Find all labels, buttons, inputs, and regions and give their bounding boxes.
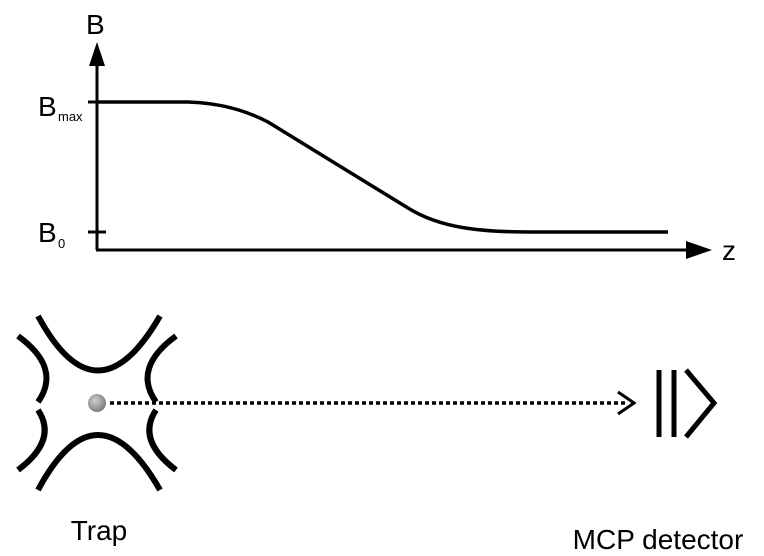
detector-label: MCP detector	[573, 524, 744, 555]
mcp-detector	[656, 368, 718, 439]
x-axis-arrowhead	[686, 241, 712, 259]
field-curve	[97, 100, 668, 234]
mcp-anode	[684, 368, 718, 439]
b-0-subscript: 0	[58, 236, 65, 251]
flight-path	[110, 390, 637, 416]
trap	[16, 314, 178, 492]
trap-label: Trap	[71, 515, 128, 546]
b-0-label: B 0	[38, 217, 65, 251]
b-max-subscript: max	[58, 109, 83, 124]
field-profile-plot: B z B max B 0	[38, 9, 736, 266]
trap-electrode-bottom	[35, 432, 163, 492]
x-axis-label: z	[722, 235, 736, 266]
b-max-main: B	[38, 91, 57, 122]
y-axis-arrowhead	[89, 42, 105, 66]
trap-electrode-right-lower	[146, 408, 178, 473]
trap-electrode-top	[35, 314, 163, 374]
trap-electrode-left	[16, 333, 50, 404]
y-axis-label: B	[86, 9, 105, 40]
b-max-label: B max	[38, 91, 83, 124]
trap-electrode-left-lower	[16, 408, 48, 473]
ion-particle	[88, 394, 106, 412]
b-0-main: B	[38, 217, 57, 248]
trap-electrode-right	[144, 333, 178, 404]
flight-path-arrowhead	[617, 390, 637, 416]
